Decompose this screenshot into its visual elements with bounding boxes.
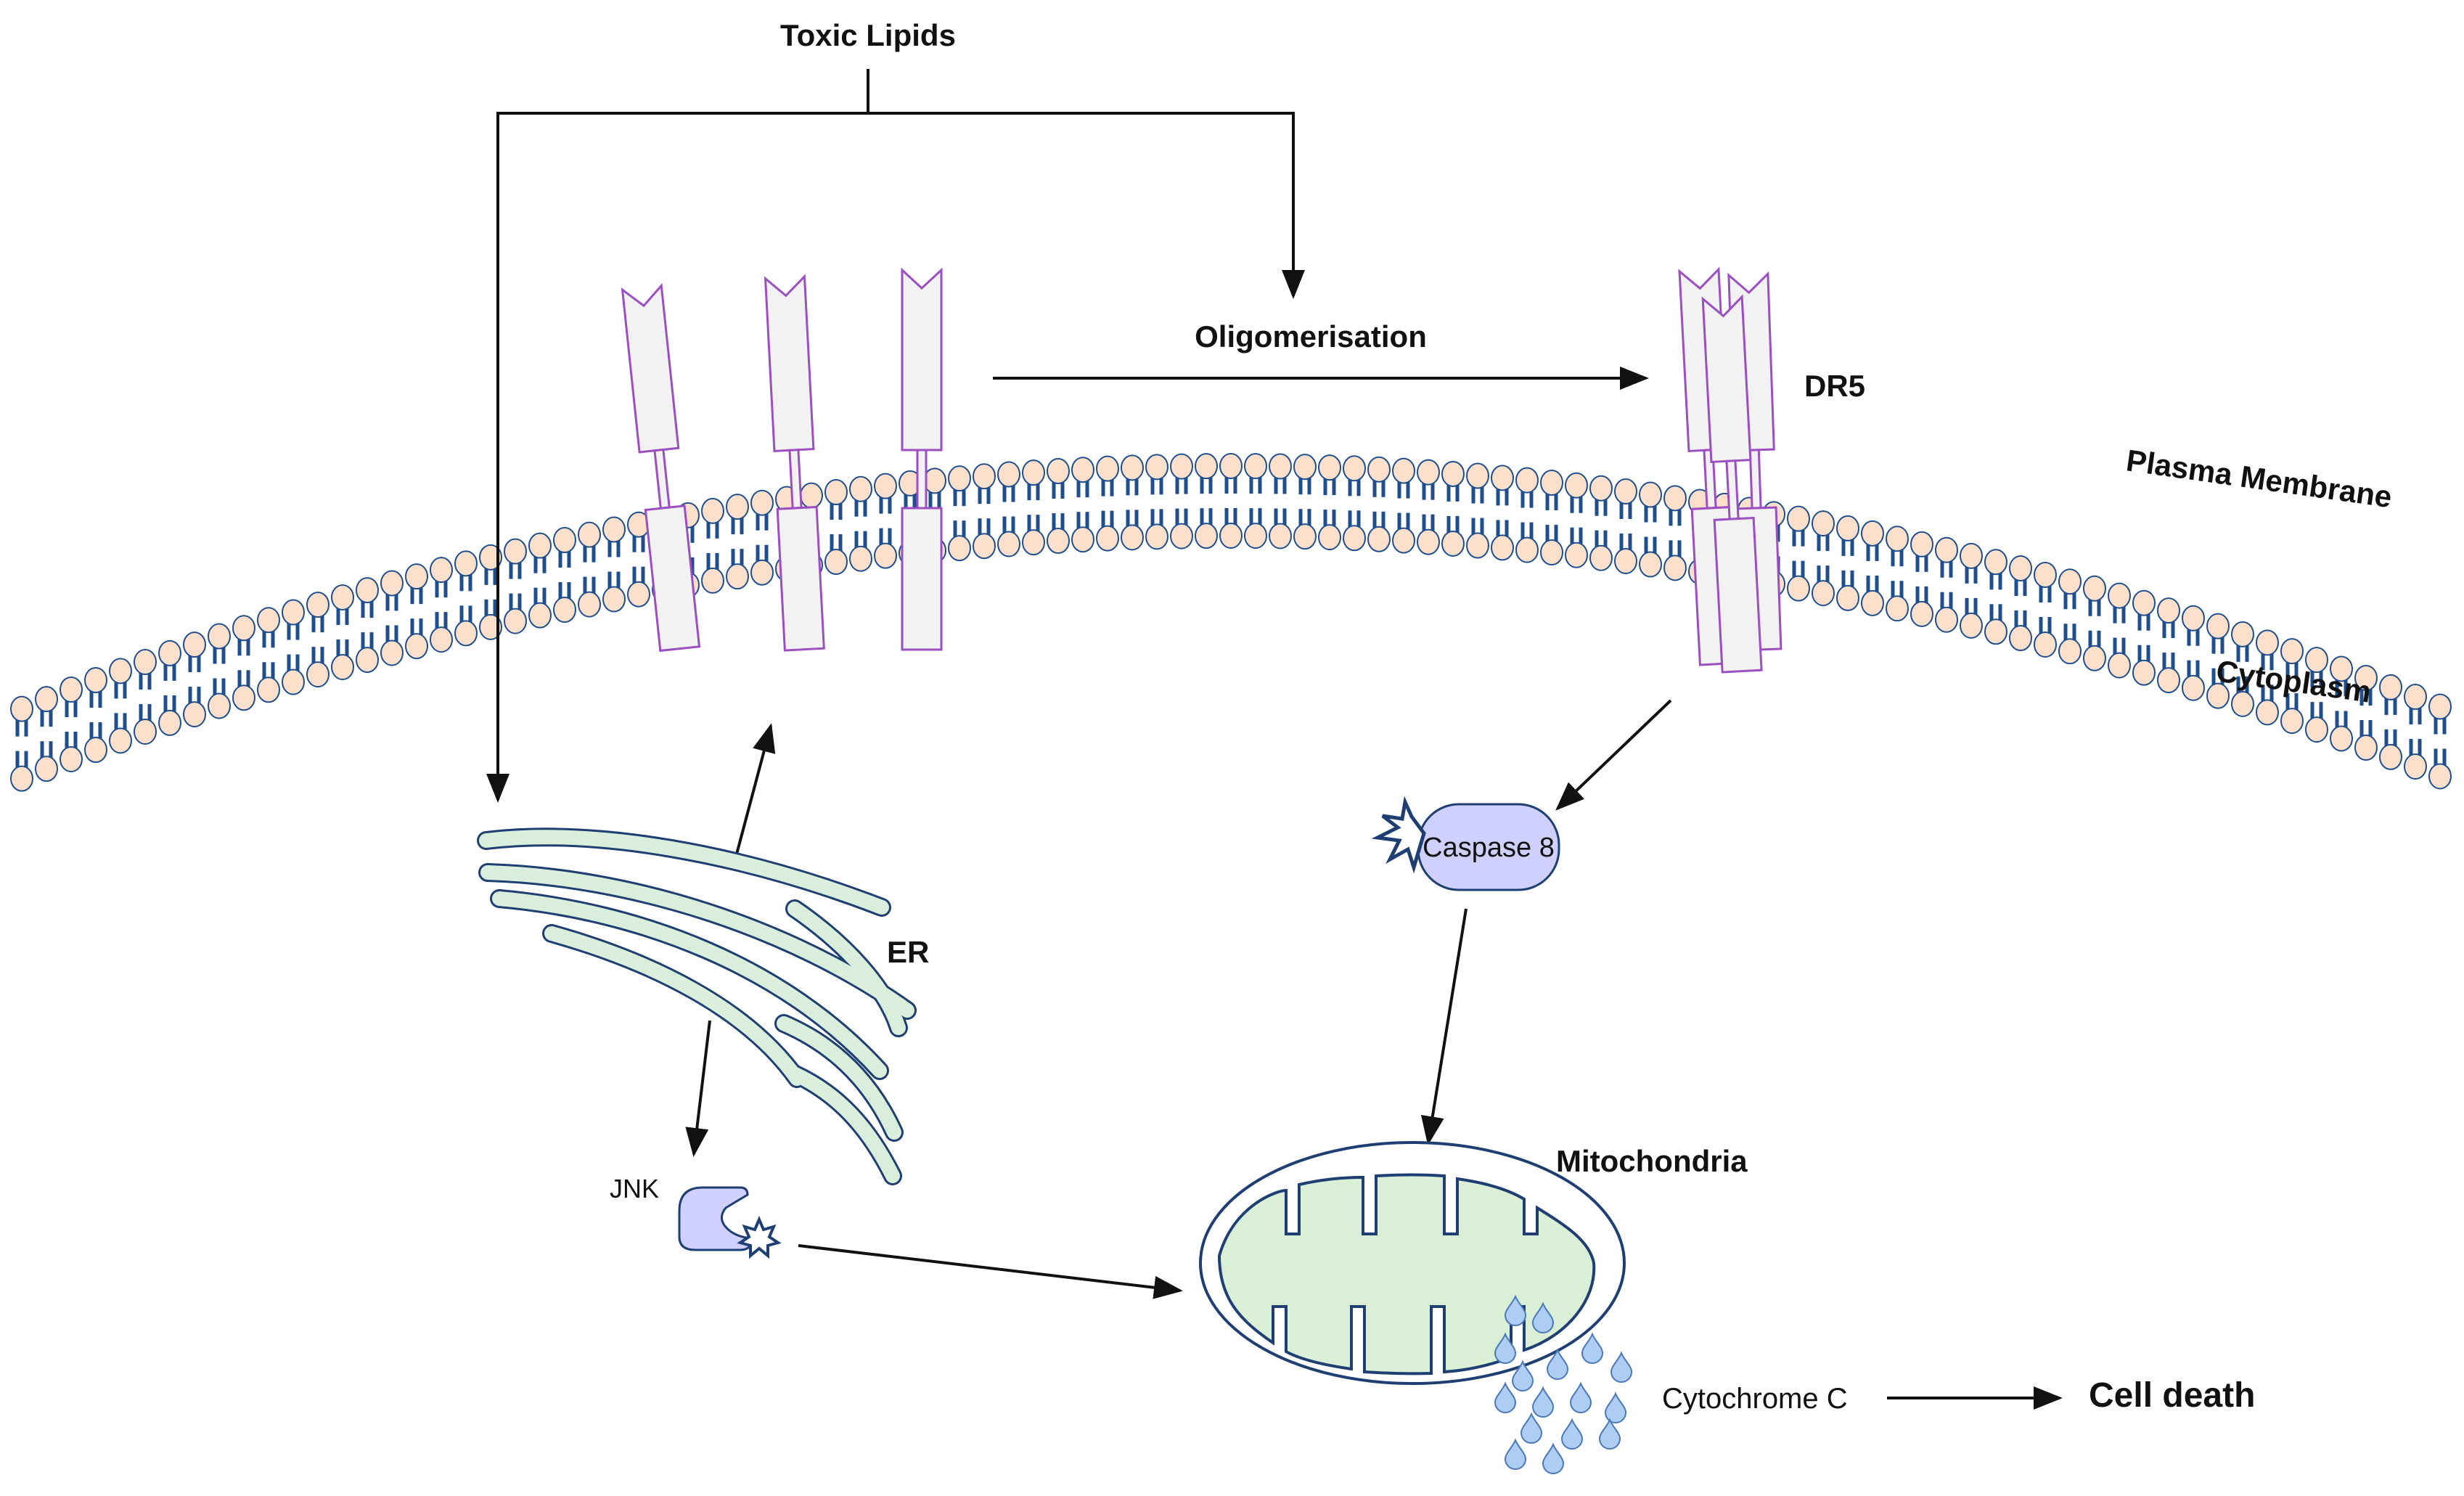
jnk-node [678, 1186, 782, 1259]
cytochrome-c-droplet [1531, 1301, 1555, 1333]
arrow-er-to-jnk [685, 1020, 711, 1157]
label-er: ER [887, 935, 929, 969]
cytochrome-c-droplet [1569, 1381, 1592, 1413]
label-caspase8: Caspase 8 [1423, 833, 1555, 863]
cytochrome-c-droplet [1542, 1442, 1565, 1474]
label-oligomerisation: Oligomerisation [1195, 319, 1427, 353]
label-cytochrome-c: Cytochrome C [1662, 1383, 1848, 1415]
caspase8-node [1371, 796, 1560, 891]
cytochrome-c-droplet [1598, 1418, 1621, 1450]
arrow-dr5-to-caspase8 [1555, 699, 1672, 811]
receptor-monomers [621, 267, 943, 653]
arrow-caspase8-to-mito [1420, 908, 1468, 1145]
cytochrome-c-droplet [1610, 1351, 1633, 1383]
label-mitochondria: Mitochondria [1556, 1144, 1748, 1178]
cytochrome-c-droplet [1520, 1412, 1543, 1444]
label-plasma-membrane: Plasma Membrane [2124, 443, 2394, 514]
cytochrome-c-droplet [1494, 1332, 1517, 1364]
label-jnk: JNK [610, 1174, 659, 1203]
jnk-activation-star [737, 1215, 782, 1259]
cytochrome-c-droplet [1546, 1348, 1569, 1380]
arrow-er-to-receptors [734, 723, 776, 860]
cytochrome-c-droplet [1560, 1418, 1584, 1450]
cytochrome-c-droplet [1494, 1381, 1517, 1413]
cytochrome-c-droplets [1494, 1294, 1633, 1474]
cytochrome-c-droplet [1511, 1360, 1534, 1391]
label-dr5: DR5 [1804, 369, 1865, 403]
cytochrome-c-droplet [1581, 1332, 1604, 1364]
label-toxic-lipids: Toxic Lipids [780, 18, 956, 52]
cytochrome-c-droplet [1504, 1438, 1527, 1470]
receptor-monomer-1 [621, 282, 701, 653]
toxic-lipids-bracket [496, 112, 1305, 299]
receptor-monomer-2 [764, 274, 825, 652]
plasma-membrane-bilayer [10, 453, 2452, 792]
arrow-jnk-to-mito [798, 1244, 1183, 1299]
cytochrome-c-droplet [1531, 1386, 1555, 1418]
mitochondria-inner-membrane [1217, 1173, 1596, 1376]
cytochrome-c-droplet [1604, 1391, 1627, 1423]
label-cell-death: Cell death [2089, 1376, 2255, 1415]
flow-arrows [486, 69, 2063, 1410]
caspase8-activation-star [1371, 796, 1426, 874]
endoplasmic-reticulum [477, 827, 917, 1185]
receptor-monomer-3 [901, 267, 943, 651]
mitochondria-organelle [1199, 1141, 1626, 1385]
cytochrome-c-droplet [1504, 1294, 1527, 1326]
dr5-trimer [1678, 266, 1782, 674]
